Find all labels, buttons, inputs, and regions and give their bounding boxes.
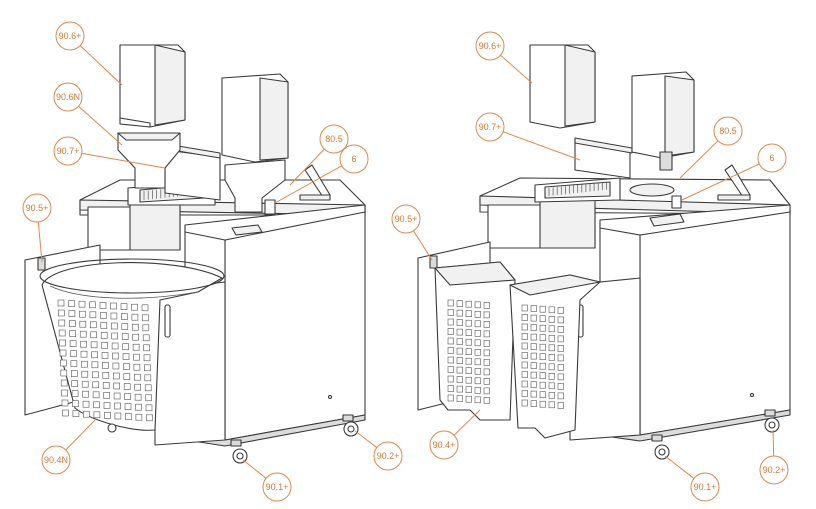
left-caster-rear xyxy=(107,423,117,433)
callout-label: 90.7+ xyxy=(479,122,502,132)
right-round-hole xyxy=(629,183,675,197)
callout-bubble xyxy=(391,204,421,234)
callout-r-90-6p: 90.6+ xyxy=(475,31,533,84)
leader-line xyxy=(78,105,123,146)
callout-label: 90.2+ xyxy=(763,465,786,475)
callout-l-90-6n: 90.6N xyxy=(53,82,123,146)
leader-line xyxy=(37,221,43,263)
callout-r-90-5p: 90.5+ xyxy=(391,204,433,261)
callout-bubble xyxy=(475,112,505,142)
leader-line xyxy=(289,148,325,186)
right-hinge xyxy=(429,255,438,269)
callout-label: 90.1+ xyxy=(266,482,289,492)
leader-line xyxy=(274,165,343,204)
callout-l-90-2p: 90.2+ xyxy=(354,430,403,471)
left-cabinet-side xyxy=(224,209,366,441)
callout-label: 90.6+ xyxy=(59,31,82,41)
callout-label: 90.6+ xyxy=(479,41,502,51)
right-front-door xyxy=(569,277,641,441)
leader-line xyxy=(413,230,433,261)
callout-l-80-5: 80.5 xyxy=(289,124,349,186)
callout-bubble xyxy=(41,445,71,475)
callout-l-90-7p: 90.7+ xyxy=(53,136,166,169)
callout-l-90-4n: 90.4N xyxy=(41,419,96,475)
callout-label: 90.5+ xyxy=(395,214,418,224)
right-caster-front xyxy=(651,434,670,460)
callout-bubble xyxy=(262,472,292,502)
leader-line xyxy=(664,455,695,479)
right-assembly xyxy=(417,44,791,460)
callout-layer: 90.6+ 90.6N 90.7+ 80.5 6 90.5+ 90.4N 90.1+ 90.2+… xyxy=(22,21,789,502)
callout-label: 90.2+ xyxy=(377,451,400,461)
funnel-left-b xyxy=(224,159,286,213)
callout-bubble xyxy=(757,143,787,173)
callout-bubble xyxy=(429,430,459,460)
callout-label: 90.6N xyxy=(56,92,80,102)
leader-line xyxy=(679,140,719,179)
leader-line xyxy=(681,163,760,201)
callout-bubble xyxy=(373,441,403,471)
right-bottle xyxy=(671,195,682,209)
leader-line xyxy=(65,419,96,451)
callout-label: 6 xyxy=(769,153,774,163)
left-assembly xyxy=(24,44,366,464)
callout-bubble xyxy=(55,21,85,51)
callout-bubble xyxy=(475,31,505,61)
callout-l-90-6p: 90.6+ xyxy=(55,21,123,86)
callout-bubble xyxy=(690,472,720,502)
callout-bubble xyxy=(339,144,369,174)
callout-bubble xyxy=(319,124,349,154)
callout-l-90-5p: 90.5+ xyxy=(22,193,52,263)
callout-label: 80.5 xyxy=(719,126,737,136)
left-bottle xyxy=(264,199,276,215)
callout-bubble xyxy=(22,193,52,223)
right-caster-back xyxy=(764,409,780,433)
callout-label: 80.5 xyxy=(325,134,343,144)
callout-bubble xyxy=(713,116,743,146)
funnel-90-6n xyxy=(117,132,181,189)
callout-label: 90.4+ xyxy=(433,440,456,450)
laundry-basket xyxy=(39,258,225,431)
leader-line xyxy=(502,131,581,161)
callout-r-90-7p: 90.7+ xyxy=(475,112,581,161)
left-door-handle xyxy=(164,304,171,338)
right-cabinet-side xyxy=(639,209,791,436)
leader-line xyxy=(242,459,267,479)
callout-l-90-1p: 90.1+ xyxy=(242,459,292,502)
callout-bubble xyxy=(53,82,83,112)
bin-left xyxy=(434,261,516,421)
leader-line xyxy=(79,45,123,86)
callout-r-90-2p: 90.2+ xyxy=(759,429,789,485)
callout-r-80-5: 80.5 xyxy=(679,116,743,179)
callout-l-6: 6 xyxy=(274,144,369,204)
leader-line xyxy=(772,429,775,457)
leader-line xyxy=(500,54,533,84)
callout-label: 90.4N xyxy=(44,455,68,465)
callout-bubble xyxy=(759,455,789,485)
bin-right xyxy=(509,274,601,439)
left-caster-back xyxy=(342,414,359,437)
leader-line xyxy=(354,430,378,448)
callout-label: 6 xyxy=(351,154,356,164)
callout-r-90-1p: 90.1+ xyxy=(664,455,720,502)
callout-label: 90.5+ xyxy=(26,203,49,213)
callout-label: 90.1+ xyxy=(694,482,717,492)
callout-label: 90.7+ xyxy=(57,146,80,156)
callout-bubble xyxy=(53,136,83,166)
leader-line xyxy=(453,409,481,436)
left-caster-front xyxy=(230,439,248,464)
callout-r-6: 6 xyxy=(681,143,787,201)
leader-line xyxy=(81,152,166,169)
callout-r-90-4p: 90.4+ xyxy=(429,409,481,460)
